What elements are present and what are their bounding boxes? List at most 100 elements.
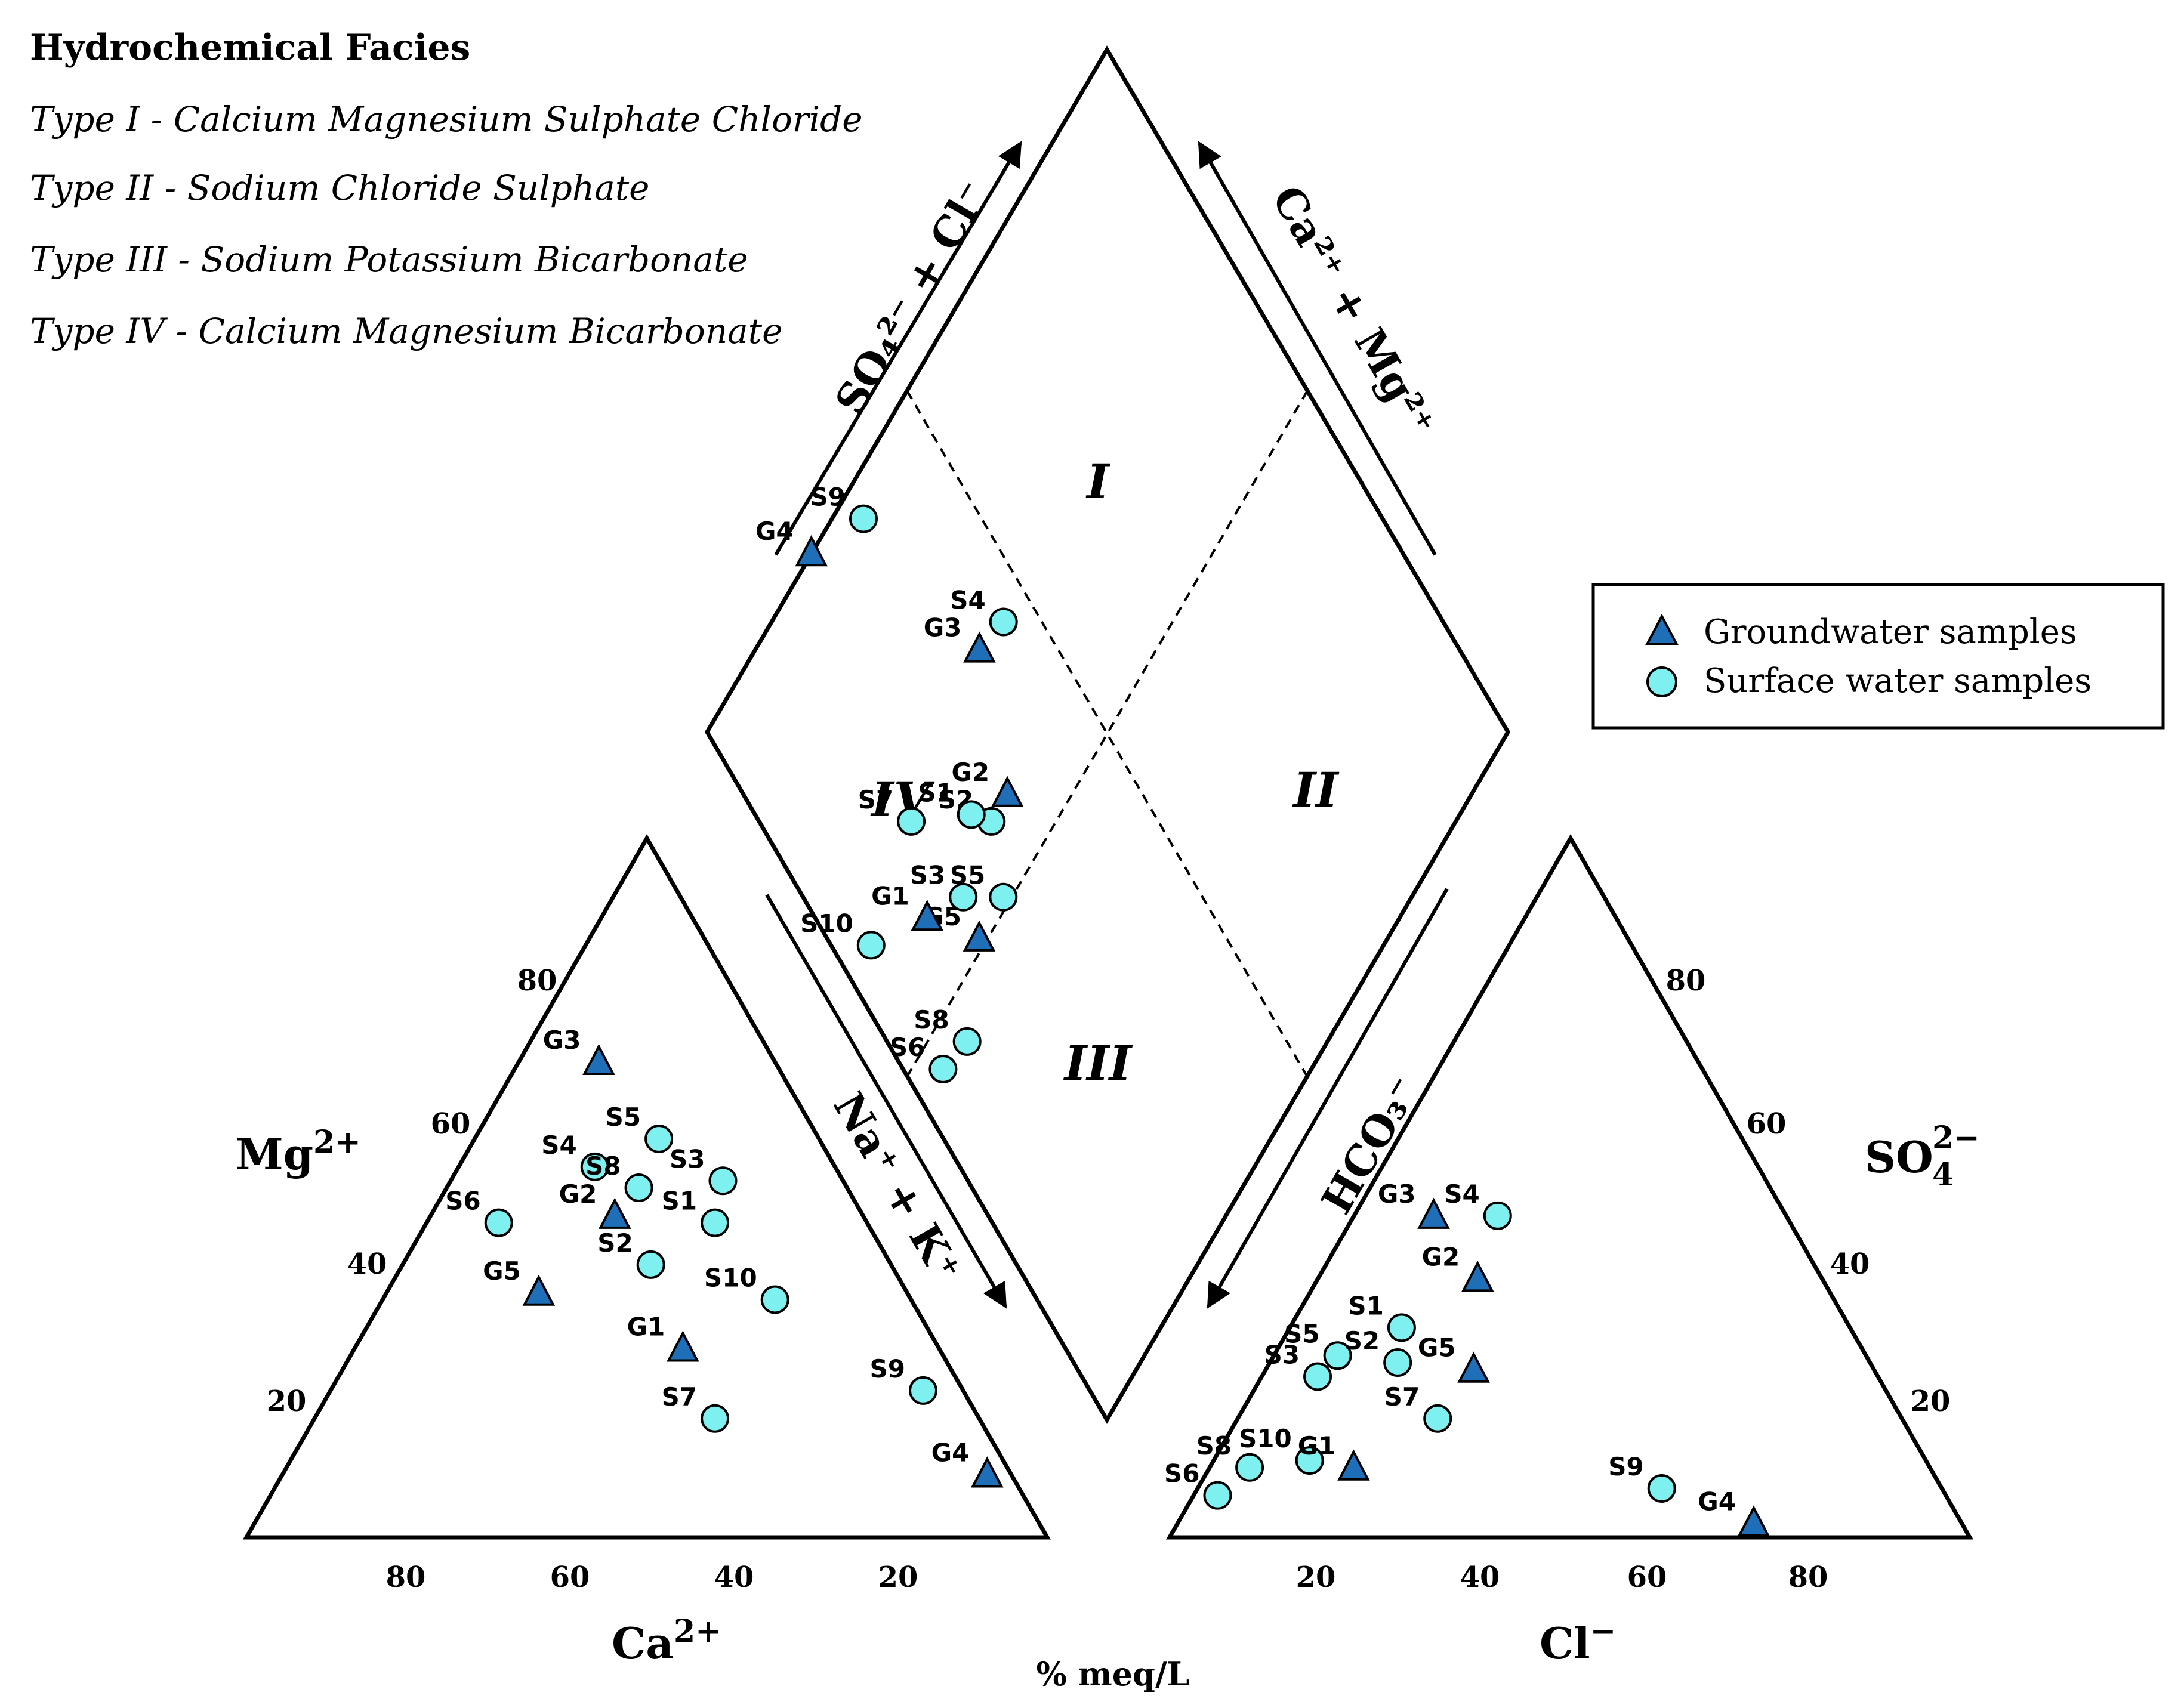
anion-bottom-ticks: 20 40 60 80 (1296, 1561, 1828, 1594)
axis-label-mg: Mg2+ (236, 1124, 361, 1179)
facies-legend: Hydrochemical Facies Type I - Calcium Ma… (30, 27, 863, 351)
diamond-point-s3: S3 (910, 861, 978, 912)
arrow-ca-mg (1198, 141, 1437, 556)
diamond-label-g1: G1 (871, 881, 909, 910)
anion-point-s10: S10 (1239, 1424, 1324, 1475)
anion-point-g4: G4 (1698, 1487, 1770, 1537)
anion-triangle (1165, 833, 1974, 1540)
anion-point-s8: S8 (1196, 1431, 1264, 1482)
anion-point-s6: S6 (1164, 1459, 1232, 1510)
diamond-marker-s5 (989, 882, 1018, 912)
anion-point-g3: G3 (1378, 1179, 1450, 1229)
diamond-point-g4: G4 (755, 517, 828, 567)
axis-label-so4: SO2−4 (1865, 1120, 1980, 1193)
tick-ca-40: 40 (714, 1561, 754, 1594)
axis-label-cl: Cl− (1540, 1613, 1616, 1669)
arrow-so4-cl (774, 141, 1022, 556)
cation-label-s6: S6 (445, 1187, 480, 1216)
anion-label-g3: G3 (1378, 1179, 1416, 1209)
diamond-label-s1: S1 (918, 778, 953, 807)
anion-label-g1: G1 (1298, 1431, 1336, 1460)
cation-label-g1: G1 (627, 1312, 665, 1342)
tick-cl-80: 80 (1788, 1561, 1828, 1594)
diamond (704, 45, 1511, 1424)
facies-type-4: Type IV - Calcium Magnesium Bicarbonate (30, 311, 782, 351)
label-ca-mg: Ca²⁺ + Mg²⁺ (1262, 177, 1445, 445)
anion-marker-s2 (1383, 1348, 1412, 1377)
cation-point-g2: G2 (559, 1179, 631, 1229)
tick-mg-80: 80 (517, 964, 557, 997)
anion-label-s1: S1 (1348, 1291, 1383, 1320)
anion-point-s3: S3 (1264, 1340, 1332, 1391)
diamond-point-g1: G1 (871, 881, 944, 931)
anion-point-s9: S9 (1608, 1452, 1676, 1503)
anion-label-s10: S10 (1239, 1424, 1292, 1453)
legend-circle-icon (1646, 666, 1677, 697)
diamond-label-g4: G4 (755, 517, 794, 546)
anion-marker-s4 (1483, 1201, 1512, 1230)
anion-point-s4: S4 (1444, 1179, 1512, 1230)
diamond-point-s1: S1 (918, 778, 986, 829)
diamond-marker-s3 (949, 882, 978, 912)
cation-label-g4: G4 (931, 1438, 970, 1468)
tick-ca-80: 80 (386, 1561, 426, 1594)
diamond-label-g3: G3 (924, 613, 962, 643)
facies-title: Hydrochemical Facies (30, 27, 470, 69)
diamond-label-s8: S8 (914, 1005, 949, 1034)
tick-mg-40: 40 (347, 1247, 387, 1281)
anion-marker-s8 (1235, 1453, 1264, 1482)
diamond-point-s9: S9 (810, 483, 878, 533)
tick-so4-40: 40 (1830, 1247, 1870, 1281)
axis-label-so4-base: SO (1865, 1132, 1933, 1182)
cation-point-g1: G1 (627, 1312, 699, 1362)
cation-marker-s6 (484, 1208, 513, 1237)
cation-point-s10: S10 (704, 1264, 789, 1314)
region-I: I (1085, 453, 1110, 509)
cation-marker-g5 (522, 1274, 556, 1306)
cation-marker-s9 (908, 1376, 937, 1405)
anion-label-s9: S9 (1608, 1452, 1643, 1481)
cation-point-g3: G3 (543, 1026, 615, 1076)
diamond-point-s10: S10 (800, 909, 886, 960)
cation-marker-g1 (667, 1330, 699, 1362)
anion-label-s3: S3 (1264, 1340, 1300, 1369)
anion-point-g1: G1 (1298, 1431, 1370, 1481)
diamond-label-s9: S9 (810, 483, 846, 512)
cation-marker-s7 (701, 1404, 730, 1433)
anion-point-s1: S1 (1348, 1291, 1416, 1342)
cation-marker-g2 (599, 1197, 631, 1229)
diamond-marker-s1 (957, 800, 986, 829)
anion-marker-s7 (1423, 1404, 1452, 1433)
anion-marker-g4 (1737, 1505, 1770, 1537)
diamond-point-s8: S8 (914, 1005, 982, 1056)
diamond-point-s4: S4 (950, 586, 1018, 637)
anion-label-g5: G5 (1418, 1333, 1456, 1363)
arrow-hco3 (1207, 888, 1449, 1309)
tick-cl-20: 20 (1296, 1561, 1336, 1594)
cation-point-s4: S4 (541, 1131, 609, 1181)
cation-label-g3: G3 (543, 1026, 581, 1055)
axis-label-ca-base: Ca (612, 1618, 674, 1669)
axis-label-cl-base: Cl (1540, 1618, 1590, 1669)
axis-label-so4-sup: 2− (1932, 1120, 1980, 1156)
anion-marker-s3 (1303, 1362, 1332, 1391)
anion-point-s5: S5 (1284, 1319, 1352, 1370)
cation-marker-s10 (760, 1285, 789, 1314)
facies-type-2: Type II - Sodium Chloride Sulphate (30, 168, 649, 208)
diamond-marker-s8 (952, 1027, 982, 1056)
diamond-marker-s4 (989, 607, 1018, 637)
tick-cl-40: 40 (1460, 1561, 1500, 1594)
cation-point-s6: S6 (445, 1187, 513, 1237)
facies-type-1: Type I - Calcium Magnesium Sulphate Chlo… (30, 99, 863, 140)
units-label: % meq/L (1036, 1655, 1189, 1693)
anion-point-s2: S2 (1344, 1326, 1412, 1377)
diamond-point-s7: S7 (858, 785, 926, 836)
axis-label-so4-sub: 4 (1932, 1157, 1954, 1193)
tick-so4-20: 20 (1911, 1385, 1951, 1418)
anion-point-s7: S7 (1384, 1382, 1452, 1433)
cation-point-s9: S9 (870, 1354, 937, 1405)
tick-ca-60: 60 (550, 1561, 590, 1594)
anion-right-ticks: 20 40 60 80 (1666, 964, 1951, 1418)
diamond-label-s4: S4 (950, 586, 985, 615)
anion-marker-s5 (1323, 1341, 1352, 1370)
